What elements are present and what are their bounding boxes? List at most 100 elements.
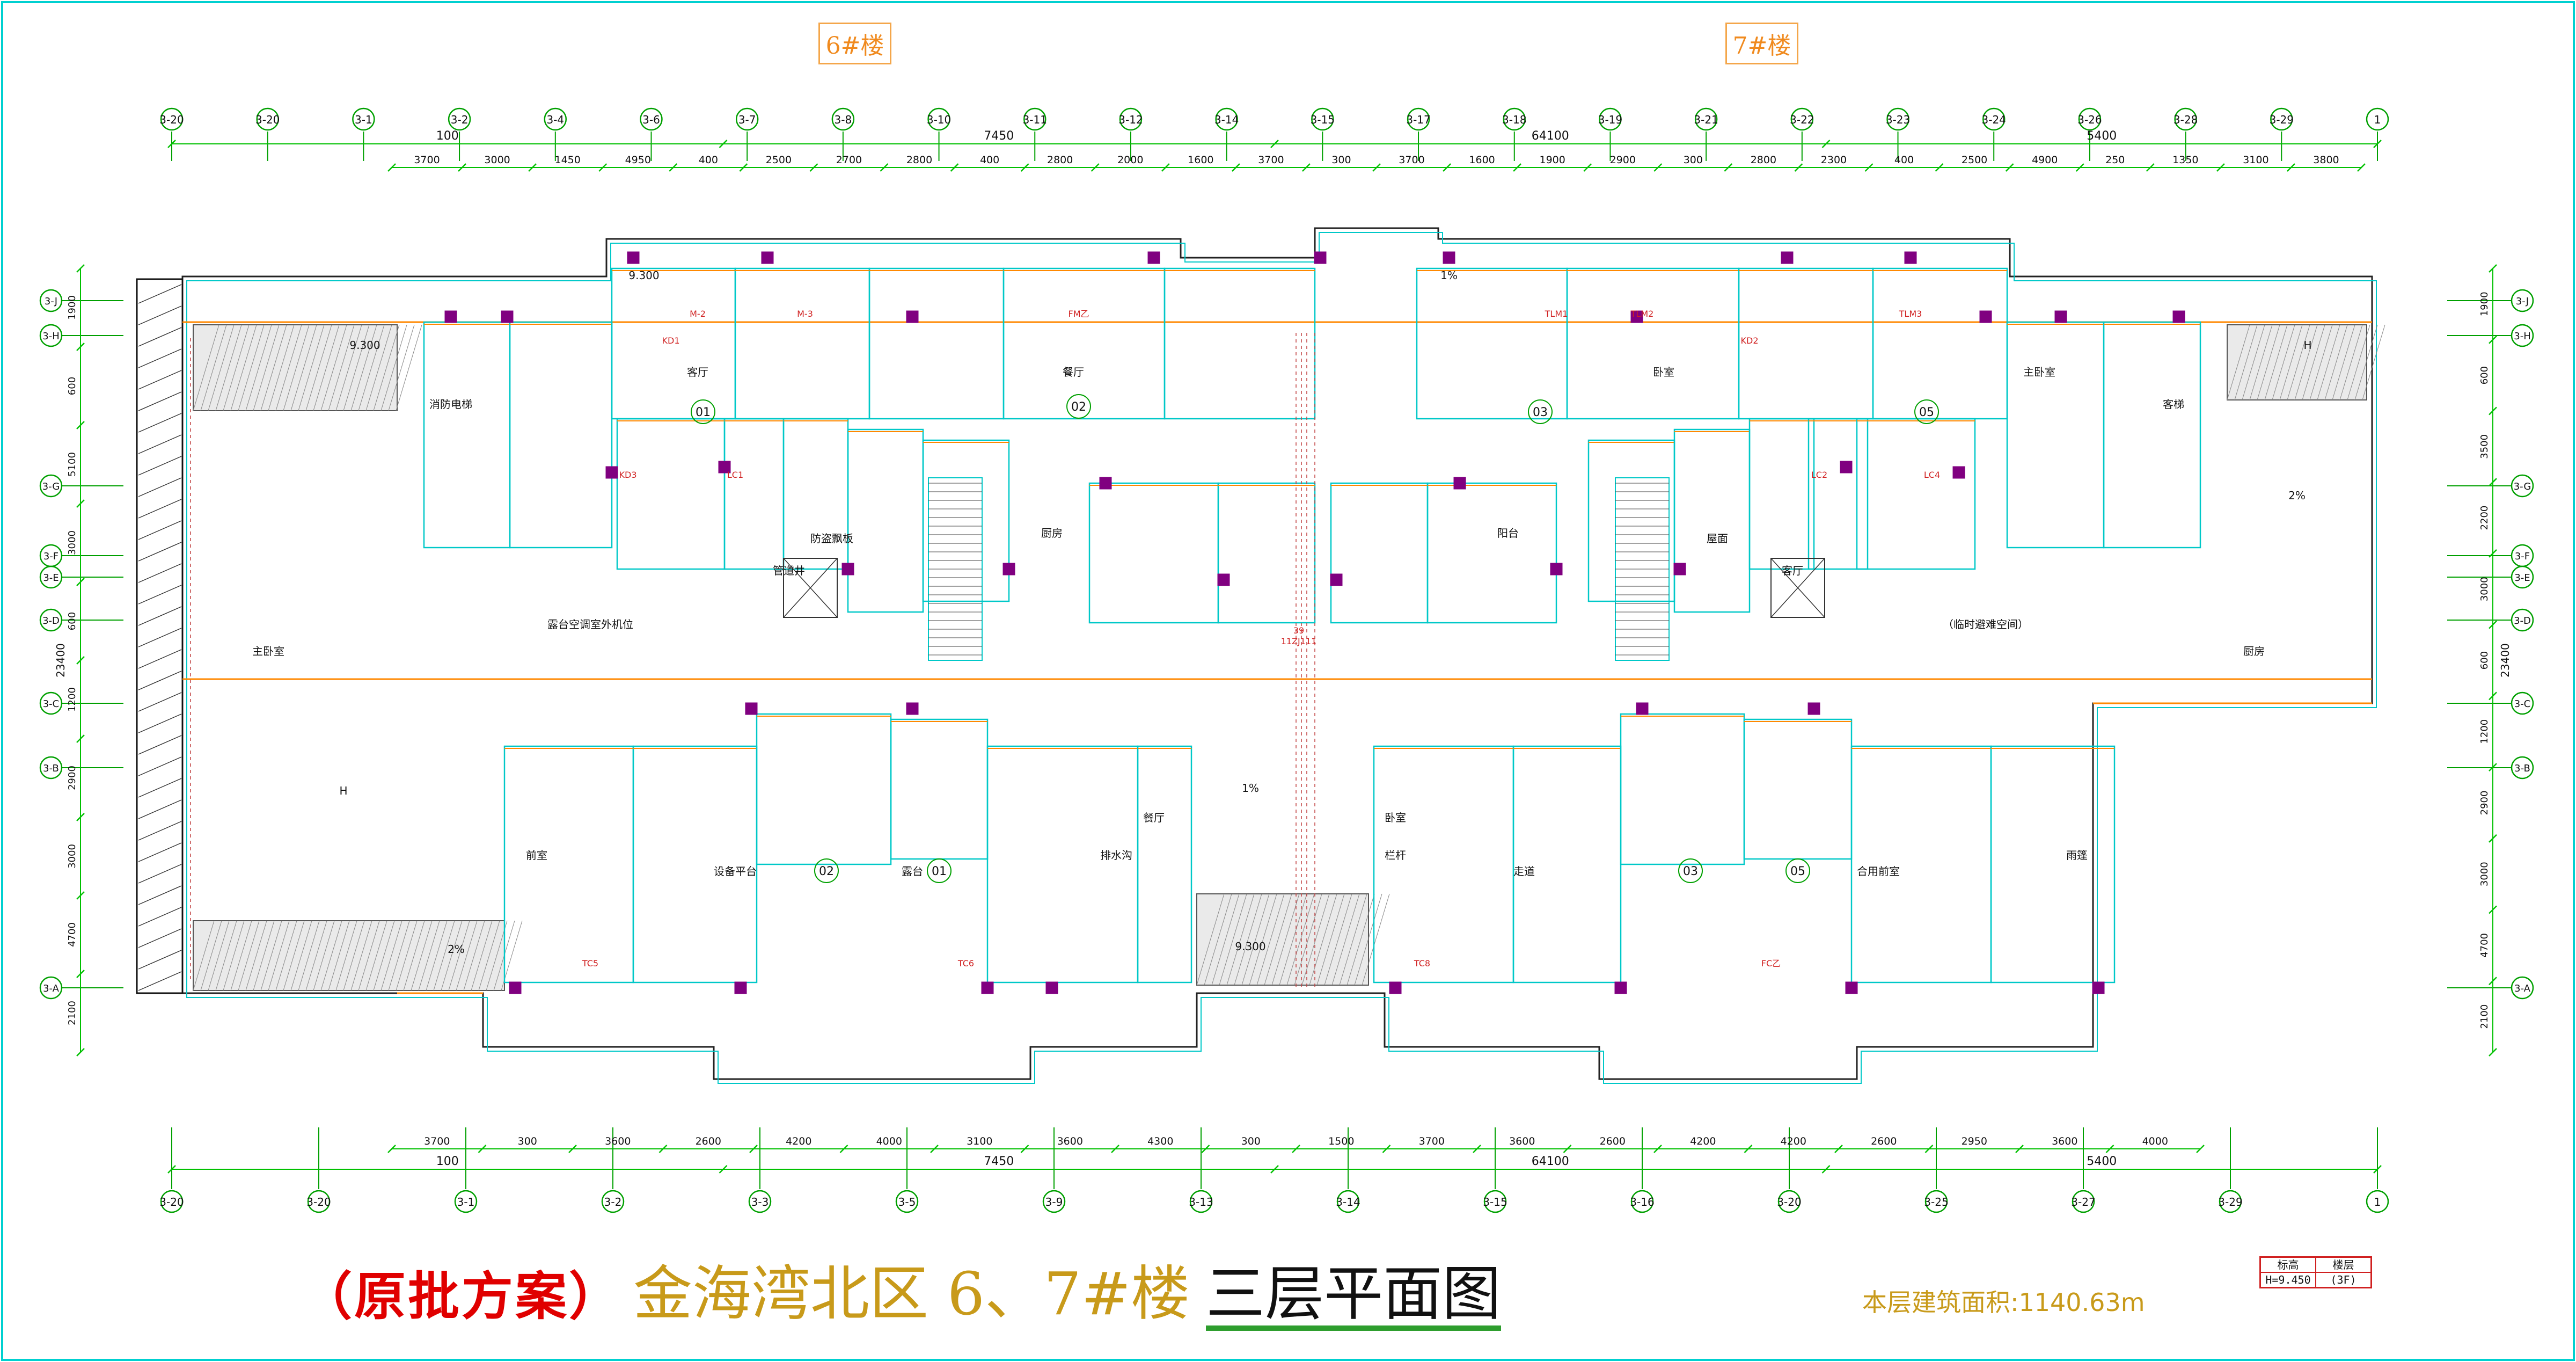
ac-hatch bbox=[1324, 893, 1352, 986]
axis-label-top: 3-1 bbox=[355, 113, 372, 126]
axis-label-top: 3-29 bbox=[2270, 113, 2294, 126]
axis-label-top: 3-15 bbox=[1311, 113, 1335, 126]
ac-hatch bbox=[343, 920, 365, 991]
elevator-cross bbox=[783, 558, 838, 618]
room-label: 露台空调室外机位 bbox=[547, 618, 633, 631]
dim-top-row-value: 3700 bbox=[414, 154, 440, 166]
dim-top-total-tick bbox=[1270, 140, 1279, 148]
dim-left-value: 3000 bbox=[67, 530, 78, 555]
parapet-hatch bbox=[138, 348, 182, 368]
dim-top-row-tick bbox=[1372, 163, 1381, 172]
room-label: 屋面 bbox=[1707, 532, 1728, 545]
structural-column bbox=[1099, 477, 1112, 490]
dim-left-total: 23400 bbox=[54, 643, 67, 678]
door-window-mark: KD1 bbox=[662, 336, 680, 346]
room-label: 走道 bbox=[1513, 865, 1535, 878]
dim-bottom-row-value: 1500 bbox=[1328, 1135, 1354, 1147]
axis-label-top: 3-20 bbox=[255, 113, 280, 126]
dim-left-value: 2100 bbox=[67, 1001, 78, 1025]
room-outline bbox=[1137, 745, 1192, 984]
dim-top-row-value: 400 bbox=[699, 154, 718, 166]
parapet-hatch bbox=[138, 842, 182, 862]
structural-column bbox=[718, 461, 731, 474]
ac-hatch bbox=[200, 324, 227, 411]
axis-bubble-top bbox=[544, 107, 567, 131]
room-outline bbox=[1673, 428, 1751, 613]
room-outline bbox=[868, 267, 1005, 420]
ac-hatch bbox=[1294, 893, 1322, 986]
dim-top-row-tick bbox=[1231, 163, 1240, 172]
axis-bubble-top bbox=[160, 107, 184, 131]
dim-top-row-tick bbox=[598, 163, 608, 172]
dim-left-tick bbox=[76, 264, 85, 273]
dim-top-row-value: 300 bbox=[1684, 154, 1703, 166]
dim-right-tick bbox=[2489, 549, 2497, 558]
ac-hatch bbox=[1249, 893, 1277, 986]
ac-hatch bbox=[260, 920, 282, 991]
ac-hatch bbox=[238, 324, 265, 411]
dim-top-row-tick bbox=[669, 163, 678, 172]
dim-bottom-row-value: 2950 bbox=[1962, 1135, 1987, 1147]
axis-bubble-top bbox=[1023, 107, 1046, 131]
ac-platform bbox=[2227, 324, 2367, 400]
door-window-mark: M-3 bbox=[797, 309, 813, 319]
left-parapet bbox=[136, 278, 184, 994]
unit-number: 01 bbox=[696, 406, 711, 419]
room-label: 卧室 bbox=[1653, 366, 1674, 378]
parapet-hatch bbox=[138, 928, 182, 948]
parapet-hatch bbox=[138, 370, 182, 390]
unit-marker bbox=[1678, 858, 1703, 883]
axis-label-left: 3-C bbox=[43, 698, 60, 710]
ac-hatch bbox=[305, 920, 327, 991]
axis-label-right: 3-A bbox=[2514, 983, 2531, 994]
door-window-mark: LC2 bbox=[1811, 470, 1827, 480]
parapet-hatch bbox=[138, 799, 182, 819]
unit-number: 01 bbox=[932, 865, 947, 878]
axis-bubble-left bbox=[39, 289, 63, 312]
dim-bottom-total-value: 64100 bbox=[1532, 1155, 1569, 1168]
ac-hatch bbox=[328, 324, 355, 411]
room-outline bbox=[922, 439, 1010, 602]
dim-right-value: 2900 bbox=[2479, 791, 2490, 815]
dim-top-row-value: 2800 bbox=[1047, 154, 1073, 166]
ac-hatch bbox=[200, 920, 222, 991]
ac-hatch bbox=[2302, 324, 2325, 400]
dim-bottom-total-tick bbox=[167, 1165, 176, 1174]
elevator-shaft bbox=[1770, 558, 1825, 618]
room-outline bbox=[1807, 418, 1869, 570]
floor-area-note: 本层建筑面积:1140.63m bbox=[1862, 1288, 2145, 1317]
axis-label-top: 3-12 bbox=[1118, 113, 1143, 126]
parapet-hatch bbox=[138, 649, 182, 669]
room-label: 消防电梯 bbox=[429, 398, 472, 411]
parapet-hatch bbox=[138, 885, 182, 905]
axis-bubble-top bbox=[2078, 107, 2102, 131]
dim-bottom-row-tick bbox=[1111, 1145, 1119, 1153]
room-outline bbox=[1738, 267, 1874, 420]
ac-hatch bbox=[1331, 893, 1360, 986]
dim-right-tick bbox=[2489, 478, 2497, 487]
parapet-hatch bbox=[138, 391, 182, 411]
ac-hatch bbox=[275, 324, 302, 411]
dim-top-row-tick bbox=[2357, 163, 2366, 172]
dim-bottom-row-tick bbox=[839, 1145, 848, 1153]
dim-top-row-value: 1450 bbox=[554, 154, 580, 166]
dim-top-row-tick bbox=[387, 163, 396, 172]
ac-hatch bbox=[268, 920, 290, 991]
dim-bottom-total-tick bbox=[2373, 1165, 2382, 1174]
elevation-mark: 1% bbox=[1242, 782, 1259, 795]
dim-top-row-value: 300 bbox=[1331, 154, 1351, 166]
ac-hatch bbox=[1241, 893, 1270, 986]
ac-hatch bbox=[1219, 893, 1247, 986]
dim-right-tick bbox=[2489, 406, 2497, 416]
elevation-mark: 2% bbox=[2288, 489, 2306, 502]
ac-hatch bbox=[1339, 893, 1367, 986]
ac-hatch bbox=[223, 324, 250, 411]
dim-bottom-row-value: 3600 bbox=[1057, 1135, 1083, 1147]
dim-right-value: 1900 bbox=[2479, 292, 2490, 316]
axis-bubble-bottom bbox=[1336, 1190, 1360, 1213]
structural-column bbox=[761, 251, 774, 264]
room-outline bbox=[1426, 482, 1557, 624]
axis-bubble-bottom bbox=[2366, 1190, 2389, 1213]
title-drawing: 三层平面图 bbox=[1206, 1263, 1502, 1331]
